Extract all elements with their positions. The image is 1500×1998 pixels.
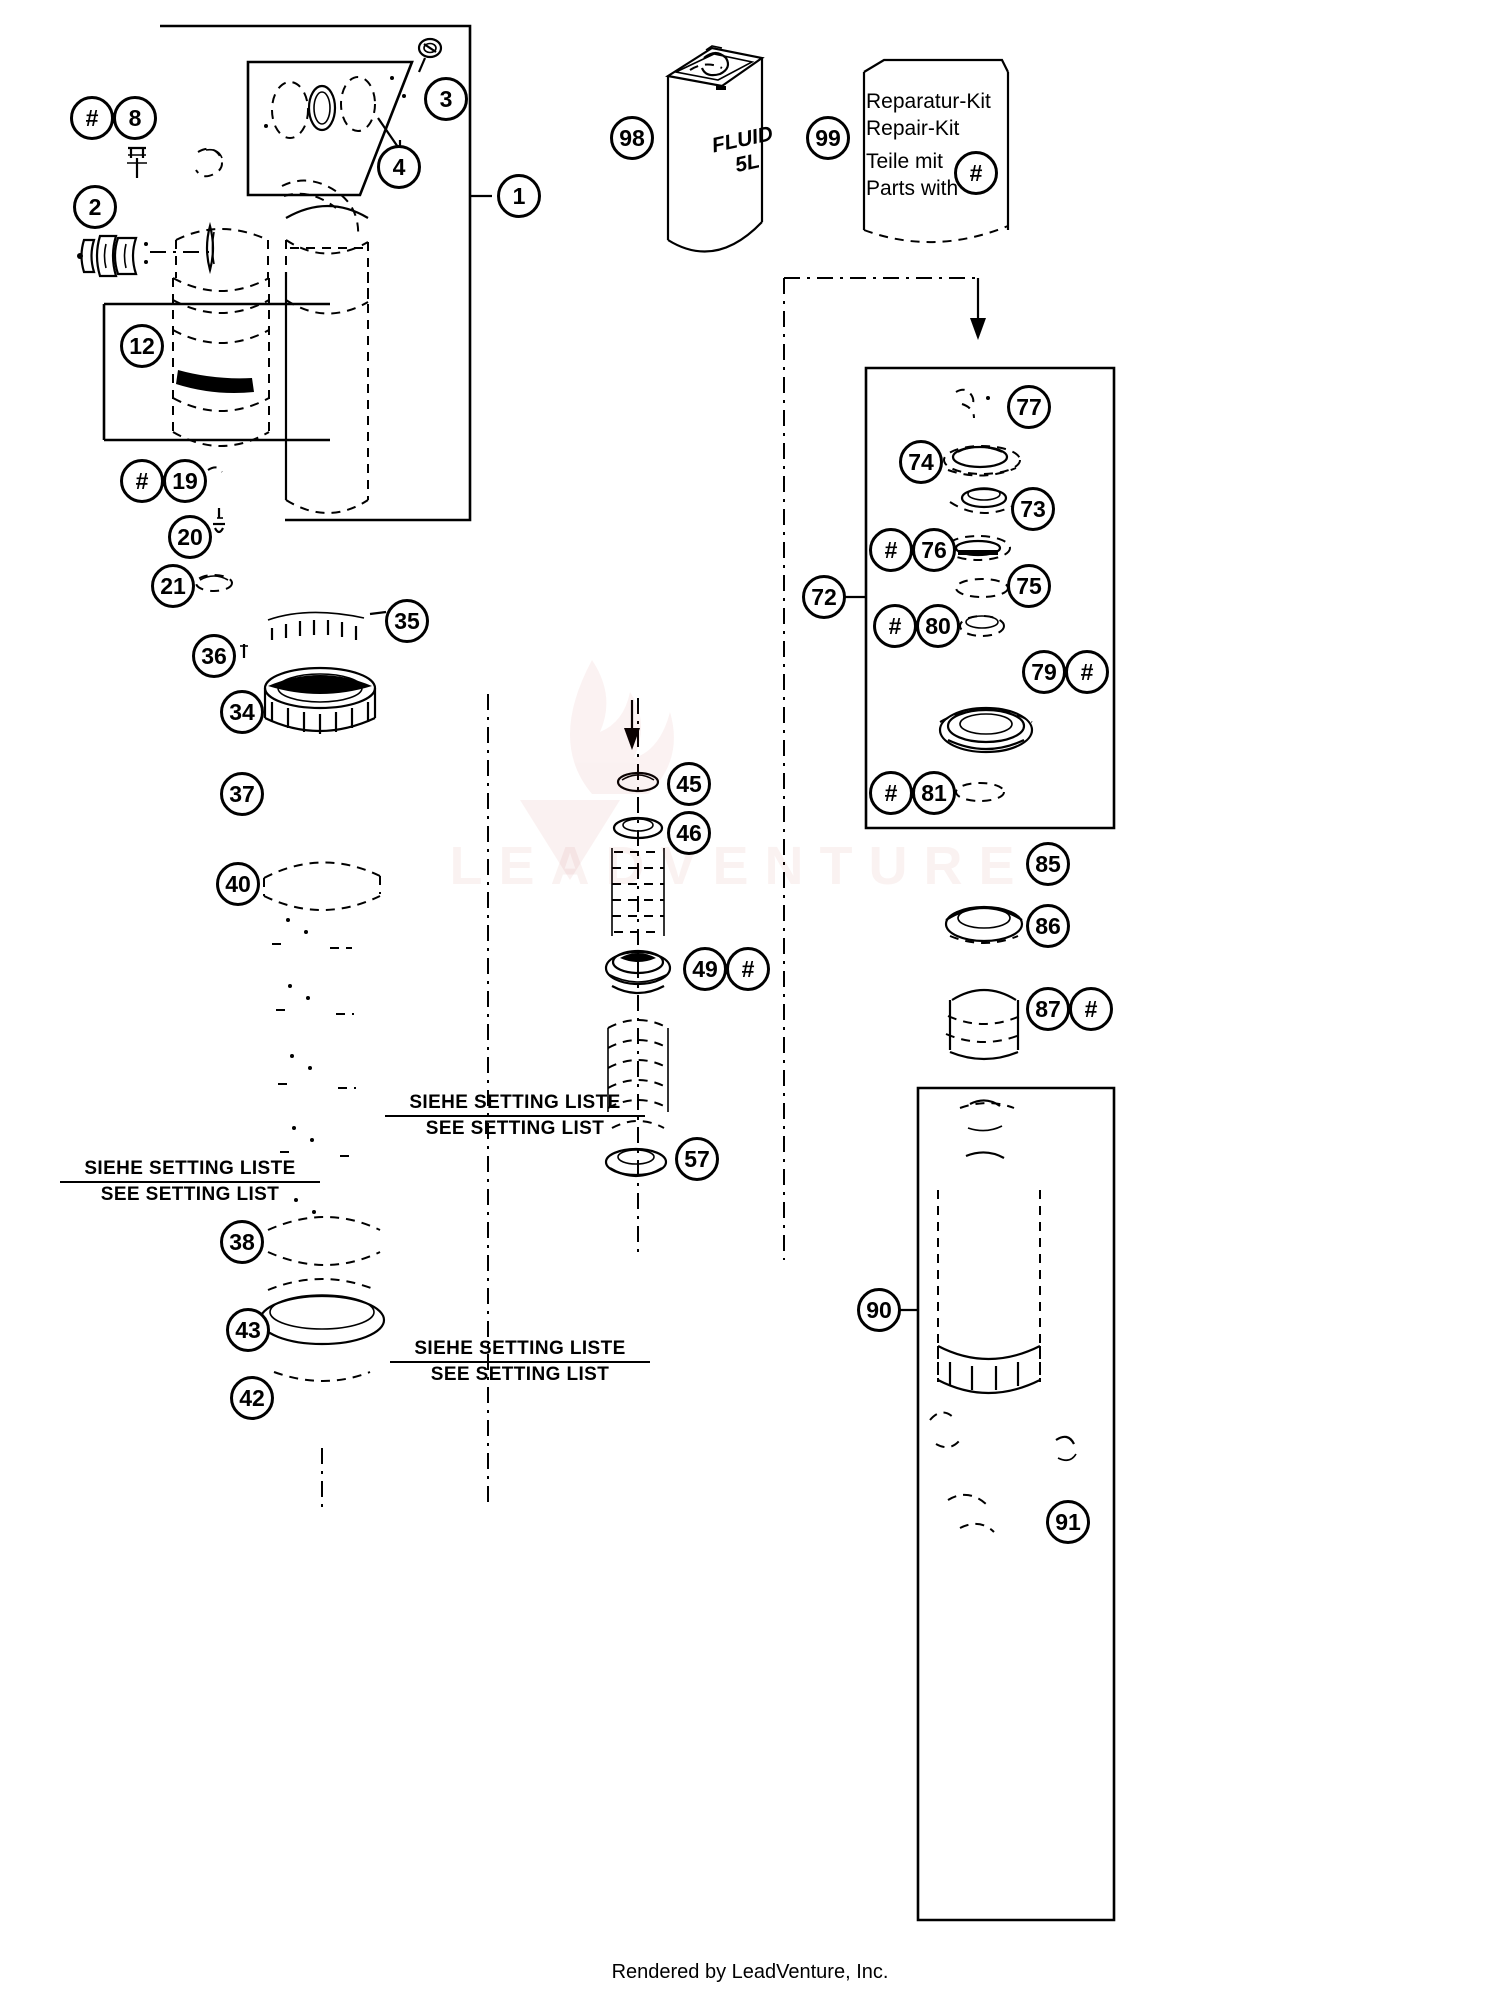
part-46: [612, 816, 664, 840]
callout-balloon-40[interactable]: 40: [216, 862, 260, 906]
part-57-bumper: [604, 1147, 668, 1178]
setting-note-mid-bottom-en: SEE SETTING LIST: [430, 1363, 610, 1385]
assembly-1-bracket: [160, 24, 492, 522]
part-3-ring: [417, 37, 443, 73]
part-34-adjuster-ring: [263, 666, 377, 734]
callout-balloon-21[interactable]: 21: [151, 564, 195, 608]
repair-kit-label-de: Reparatur-Kit: [866, 90, 991, 113]
seal-head-parts: [264, 76, 406, 139]
callout-balloon-80[interactable]: 80: [916, 604, 960, 648]
parts-with-label-en: Parts with: [866, 177, 959, 201]
part-47-spring-coils: [611, 848, 665, 936]
callout-balloon-46[interactable]: 46: [667, 811, 711, 855]
callout-balloon-12[interactable]: 12: [120, 324, 164, 368]
callout-balloon-hash[interactable]: #: [70, 96, 114, 140]
callout-balloon-76[interactable]: 76: [912, 528, 956, 572]
setting-note-mid-top-de: SIEHE SETTING LISTE: [385, 1092, 645, 1117]
callout-balloon-45[interactable]: 45: [667, 762, 711, 806]
callout-balloon-hash[interactable]: #: [726, 947, 770, 991]
watermark-logo: [520, 660, 674, 880]
callout-balloon-hash[interactable]: #: [1065, 650, 1109, 694]
callout-balloon-34[interactable]: 34: [220, 690, 264, 734]
shock-body-rear: [281, 179, 369, 315]
part-2-bushing: [77, 234, 148, 278]
parts-with-note: Teile mit Parts with: [866, 148, 958, 203]
callout-balloon-8[interactable]: 8: [113, 96, 157, 140]
callout-balloon-2[interactable]: 2: [73, 185, 117, 229]
assembly-12-box: [102, 302, 330, 442]
part-49-piston: [604, 949, 672, 995]
callout-balloon-74[interactable]: 74: [899, 440, 943, 484]
callout-balloon-hash[interactable]: #: [120, 459, 164, 503]
part-42-stop: [273, 1371, 371, 1382]
callout-balloon-72[interactable]: 72: [802, 575, 846, 619]
callout-balloon-hash[interactable]: #: [1069, 987, 1113, 1031]
callout-balloon-98[interactable]: 98: [610, 116, 654, 160]
callout-balloon-1[interactable]: 1: [497, 174, 541, 218]
callout-balloon-37[interactable]: 37: [220, 772, 264, 816]
callout-balloon-86[interactable]: 86: [1026, 904, 1070, 948]
callout-balloon-91[interactable]: 91: [1046, 1500, 1090, 1544]
part-36-pin: [240, 644, 248, 658]
assembly-72-box: [826, 366, 1116, 830]
repair-kit-route: [783, 277, 986, 1260]
repair-kit-note: Reparatur-Kit Repair-Kit: [866, 88, 991, 143]
part-37-40-spring: [263, 861, 381, 1266]
callout-balloon-79[interactable]: 79: [1022, 650, 1066, 694]
callout-balloon-73[interactable]: 73: [1011, 487, 1055, 531]
part-21-cap: [195, 574, 233, 592]
setting-note-mid-bottom: SIEHE SETTING LISTE SEE SETTING LIST: [390, 1338, 650, 1386]
callout-balloon-99[interactable]: 99: [806, 116, 850, 160]
setting-note-left: SIEHE SETTING LISTE SEE SETTING LIST: [60, 1158, 320, 1206]
callout-balloon-42[interactable]: 42: [230, 1376, 274, 1420]
footer-credit: Rendered by LeadVenture, Inc.: [611, 1961, 889, 1983]
damper-body: [172, 221, 270, 447]
part-8-screw: [127, 146, 147, 178]
part-20-valve: [213, 508, 225, 534]
part-55-spring: [607, 1019, 669, 1129]
callout-balloon-3[interactable]: 3: [424, 77, 468, 121]
setting-note-mid-bottom-de: SIEHE SETTING LISTE: [390, 1338, 650, 1363]
callout-balloon-87[interactable]: 87: [1026, 987, 1070, 1031]
callout-balloon-hash[interactable]: #: [873, 604, 917, 648]
reservoir-cylinder: [284, 204, 369, 514]
part-87-bumper: [945, 989, 1023, 1061]
callout-balloon-75[interactable]: 75: [1007, 564, 1051, 608]
callout-balloon-hash[interactable]: #: [954, 151, 998, 195]
callout-balloon-38[interactable]: 38: [220, 1220, 264, 1264]
callout-balloon-hash[interactable]: #: [869, 528, 913, 572]
repair-kit-label-en: Repair-Kit: [866, 117, 960, 141]
part-35-retainer: [267, 610, 387, 640]
part-90-tube: [929, 1099, 1077, 1533]
part-99-repair-kit-bag: [862, 58, 1010, 244]
part-45: [616, 700, 660, 793]
setting-note-mid-top: SIEHE SETTING LISTE SEE SETTING LIST: [385, 1092, 645, 1140]
setting-note-left-en: SEE SETTING LIST: [100, 1183, 280, 1205]
part-19-pin: [207, 466, 223, 473]
callout-balloon-49[interactable]: 49: [683, 947, 727, 991]
callout-balloon-hash[interactable]: #: [869, 771, 913, 815]
callout-balloon-19[interactable]: 19: [163, 459, 207, 503]
part-clip-small: [195, 147, 223, 178]
callout-balloon-20[interactable]: 20: [168, 515, 212, 559]
callout-balloon-57[interactable]: 57: [675, 1137, 719, 1181]
part-43-seat: [258, 1278, 386, 1346]
callout-balloon-4[interactable]: 4: [377, 145, 421, 189]
callout-balloon-35[interactable]: 35: [385, 599, 429, 643]
callout-balloon-90[interactable]: 90: [857, 1288, 901, 1332]
part-98-fluid-can: [665, 45, 765, 253]
callout-balloon-43[interactable]: 43: [226, 1308, 270, 1352]
callout-balloon-77[interactable]: 77: [1007, 385, 1051, 429]
setting-note-mid-top-en: SEE SETTING LIST: [425, 1117, 605, 1139]
setting-note-left-de: SIEHE SETTING LISTE: [60, 1158, 320, 1183]
callout-balloon-36[interactable]: 36: [192, 634, 236, 678]
callout-balloon-81[interactable]: 81: [912, 771, 956, 815]
part-85-86-washer: [944, 905, 1024, 944]
parts-with-label-de: Teile mit: [866, 150, 944, 173]
callout-balloon-85[interactable]: 85: [1026, 842, 1070, 886]
